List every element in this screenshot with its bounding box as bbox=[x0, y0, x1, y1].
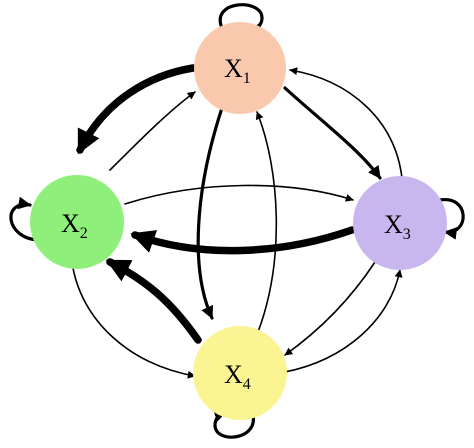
edge-x1-x4 bbox=[196, 106, 224, 320]
node-x1-circle bbox=[194, 22, 286, 114]
node-x3-circle bbox=[353, 176, 447, 270]
node-x3-label: X3 bbox=[384, 210, 411, 243]
node-x4: X4 bbox=[193, 326, 287, 420]
self-loop-x3 bbox=[438, 198, 465, 240]
node-x2: X2 bbox=[30, 175, 124, 269]
node-x2-label: X2 bbox=[61, 209, 88, 242]
edge-x3-x4 bbox=[284, 261, 376, 356]
edge-x3-x2 bbox=[130, 226, 356, 255]
edge-x2-x4 bbox=[71, 261, 196, 379]
node-x1-label: X1 bbox=[224, 54, 251, 87]
node-x3: X3 bbox=[353, 176, 447, 270]
node-x2-circle bbox=[30, 175, 124, 269]
edge-x3-x1 bbox=[289, 67, 403, 179]
self-loop-x2 bbox=[9, 196, 40, 242]
edge-x1-x3 bbox=[283, 86, 382, 180]
edge-x4-x3 bbox=[284, 269, 403, 373]
edge-x4-x2 bbox=[105, 258, 202, 344]
edge-x2-x1 bbox=[109, 91, 196, 171]
node-x4-circle bbox=[193, 326, 287, 420]
node-x4-label: X4 bbox=[224, 360, 251, 393]
edge-x4-x1 bbox=[255, 111, 278, 333]
edge-x2-x3 bbox=[124, 184, 354, 205]
edge-x1-x2 bbox=[76, 64, 197, 155]
node-x1: X1 bbox=[194, 22, 286, 114]
